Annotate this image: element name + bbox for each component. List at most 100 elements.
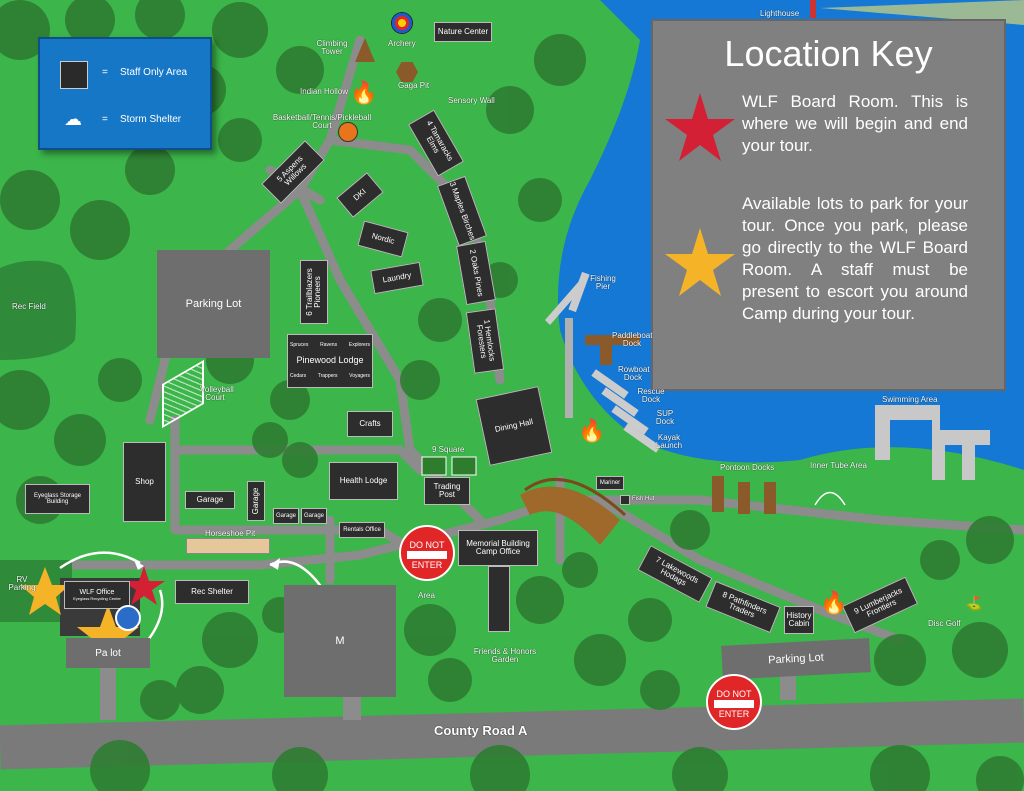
fish-hut-building	[620, 495, 630, 505]
gaga-pit-icon	[396, 62, 418, 82]
wlf-office-label: WLF Office	[79, 589, 115, 597]
inner-tube-area-label: Inner Tube Area	[810, 461, 867, 470]
climbing-tower-label: Climbing Tower	[316, 39, 348, 57]
horseshoe-pit-label: Horseshoe Pit	[205, 529, 256, 538]
do-not-label-2: DO NOT	[716, 689, 752, 699]
disc-golf-icon: ⛳	[965, 595, 983, 611]
key-title: Location Key	[724, 33, 933, 74]
fishing-pier-label: Fishing Pier	[590, 274, 616, 292]
pinewood-ravens: Ravens	[320, 342, 338, 349]
lighthouse-icon	[810, 0, 816, 18]
campfire-icon-1: 🔥	[350, 80, 378, 105]
volleyball-court-label: Volleyball Court	[200, 385, 234, 403]
do-not-enter-sign-2: DO NOT ENTER	[706, 674, 762, 730]
shop-building: Shop	[123, 442, 166, 522]
paddleboat-dock	[585, 335, 640, 365]
eyeglass-storage-building: Eyeglass Storage Building	[25, 484, 90, 514]
legend-box: = Staff Only Area ☁ = Storm Shelter	[38, 37, 212, 150]
parking-lot-north: Parking Lot	[157, 250, 270, 358]
storm-shelter-icon: ☁	[64, 109, 82, 129]
eyeglass-recycling-label: Eyeglass Recycling Center	[73, 595, 121, 601]
rentals-office: Rentals Office	[339, 522, 385, 538]
legend-equals-2: =	[102, 114, 108, 125]
garage-building-1: Garage	[185, 491, 235, 509]
paddleboat-dock-label: Paddleboat Dock	[612, 331, 653, 349]
do-not-enter-sign-1: DO NOT ENTER	[399, 525, 455, 581]
enter-label-1: ENTER	[411, 560, 443, 570]
legend-storm-shelter: Storm Shelter	[120, 114, 182, 125]
sup-dock-label: SUP Dock	[655, 409, 675, 427]
pinewood-voyagers: Voyagers	[349, 372, 370, 379]
lighthouse-label: Lighthouse	[760, 9, 800, 18]
trailblazers-pioneers-cabin: 6 Trailblazers Pioneers	[300, 260, 328, 324]
bridge	[520, 477, 627, 545]
pinewood-lodge: Spruces Ravens Explorers Pinewood Lodge …	[287, 334, 373, 388]
garage-building-4: Garage	[301, 508, 327, 524]
lions-logo-icon	[115, 605, 141, 631]
pinewood-lodge-label: Pinewood Lodge	[296, 355, 364, 366]
pinewood-cedars: Cedars	[290, 372, 307, 379]
basketball-court-label: Basketball/Tennis/Pickleball Court	[272, 113, 372, 131]
main-lot: M	[284, 585, 396, 697]
fish-hut-label: Fish Hut	[632, 496, 655, 502]
area-label: Area	[418, 591, 435, 600]
rescue-dock-label: Rescue Dock	[637, 387, 665, 405]
pontoon-docks-label: Pontoon Docks	[720, 463, 775, 472]
yellow-star-rv	[20, 567, 70, 615]
dining-hall: Dining Hall	[475, 386, 553, 466]
swimming-area-label: Swimming Area	[882, 395, 938, 404]
indian-hollow-label: Indian Hollow	[300, 87, 349, 96]
staff-only-swatch	[60, 61, 88, 89]
rec-field-label: Rec Field	[12, 302, 46, 311]
main-lot-label: M	[335, 635, 345, 647]
key-red-star-text: WLF Board Room. This is where we will be…	[742, 92, 968, 156]
totem-pole-icon	[565, 318, 573, 418]
memorial-building-wing	[488, 566, 510, 632]
memorial-building: Memorial Building Camp Office	[458, 530, 538, 566]
mariner-building: Mariner	[596, 476, 624, 490]
basketball-icon	[338, 122, 358, 142]
horseshoe-pit	[186, 538, 270, 554]
parking-lot-west: Pa lot	[66, 638, 150, 668]
county-road-label: County Road A	[434, 723, 528, 738]
archery-label: Archery	[388, 39, 416, 48]
pinewood-explorers: Explorers	[348, 342, 370, 349]
friends-honors-garden-label: Friends & Honors Garden	[473, 647, 537, 665]
crafts-building: Crafts	[347, 411, 393, 437]
garage-building-3: Garage	[273, 508, 299, 524]
trading-post: Trading Post	[424, 477, 470, 505]
sensory-wall-label: Sensory Wall	[448, 96, 495, 105]
legend-equals: =	[102, 67, 108, 78]
disc-golf-label: Disc Golf	[928, 619, 961, 628]
red-star-board-room	[123, 566, 165, 605]
gaga-pit-label: Gaga Pit	[398, 81, 430, 90]
rowboat-dock-label: Rowboat Dock	[618, 365, 650, 383]
key-yellow-star-icon	[665, 228, 735, 296]
campfire-icon-2: 🔥	[578, 418, 606, 443]
wlf-office: WLF Office Eyeglass Recycling Center	[64, 581, 130, 609]
campfire-icon-3: 🔥	[820, 590, 848, 615]
rv-parking-label: RV Parking	[8, 575, 36, 593]
archery-target-icon	[391, 12, 413, 34]
location-key: Location Key WLF Board Room. This is whe…	[651, 19, 1006, 391]
rec-field-area	[0, 260, 76, 360]
do-not-label-1: DO NOT	[409, 540, 445, 550]
enter-label-2: ENTER	[718, 709, 750, 719]
nature-center: Nature Center	[434, 22, 492, 42]
pinewood-spruces: Spruces	[290, 342, 309, 349]
key-red-star-icon	[665, 93, 735, 161]
key-yellow-star-text: Available lots to park for your tour. On…	[742, 194, 968, 324]
rec-shelter: Rec Shelter	[175, 580, 249, 604]
history-cabin: History Cabin	[784, 606, 814, 634]
health-lodge: Health Lodge	[329, 462, 398, 500]
pinewood-trappers: Trappers	[317, 372, 338, 379]
county-road	[0, 698, 1024, 770]
docks	[545, 271, 661, 453]
swimming-area	[875, 405, 990, 480]
kayak-launch-label: Kayak Launch	[655, 433, 683, 451]
nine-square-label: 9 Square	[432, 445, 465, 454]
legend-staff-only: Staff Only Area	[120, 67, 188, 78]
garage-building-2: Garage	[247, 481, 265, 521]
